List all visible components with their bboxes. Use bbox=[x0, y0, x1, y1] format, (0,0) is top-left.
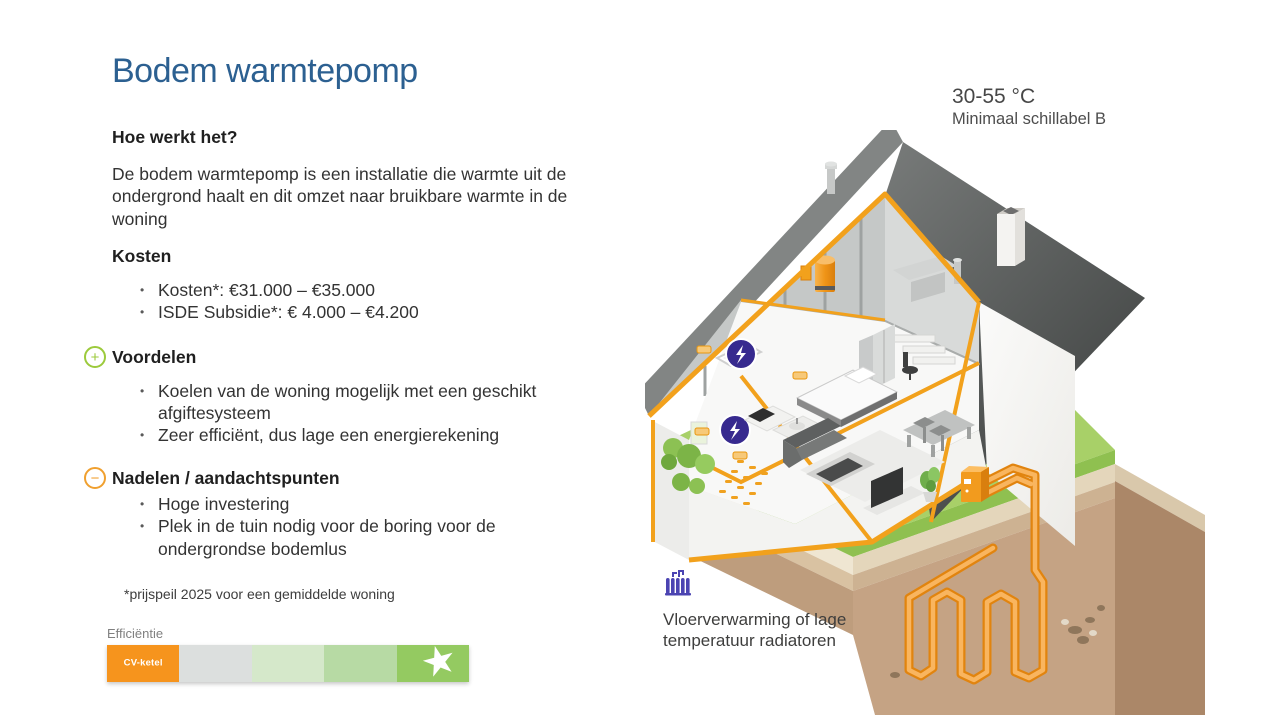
wall-vent-marker bbox=[694, 345, 808, 460]
how-it-works-body: De bodem warmtepomp is een installatie d… bbox=[112, 164, 568, 229]
temperature-block: 30-55 °C Minimaal schillabel B bbox=[952, 84, 1106, 131]
roof-trim bbox=[647, 191, 981, 418]
list-item: •Zeer efficiënt, dus lage een energierek… bbox=[140, 425, 500, 446]
rug bbox=[800, 430, 945, 502]
efficiency-bar: CV-ketel ★ bbox=[107, 636, 470, 687]
ground-loop-pipe bbox=[904, 463, 1048, 685]
content-column: Bodem warmtepomp Hoe werkt het? De bodem… bbox=[84, 52, 632, 687]
list-item: •Plek in de tuin nodig voor de boring vo… bbox=[140, 516, 496, 559]
costs-list: •Kosten*: €31.000 – €35.000 •ISDE Subsid… bbox=[112, 279, 632, 323]
illustration-caption: Vloerverwarming of lage temperatuur radi… bbox=[663, 610, 847, 651]
costs-heading: Kosten bbox=[112, 246, 172, 267]
attic-boiler bbox=[800, 255, 835, 292]
dining-table bbox=[903, 410, 975, 457]
list-item: •Koelen van de woning mogelijk met een g… bbox=[140, 381, 537, 424]
lightning-badge bbox=[719, 414, 751, 446]
advantages-heading: +Voordelen bbox=[84, 346, 632, 369]
chimney bbox=[997, 207, 1025, 266]
vent-pipe bbox=[825, 161, 837, 194]
bullet-icon: • bbox=[140, 384, 145, 399]
house-heatpump-illustration bbox=[645, 130, 1205, 715]
price-footnote: *prijspeil 2025 voor een gemiddelde woni… bbox=[124, 585, 395, 602]
section-cut-trim bbox=[739, 374, 874, 544]
bullet-icon: • bbox=[140, 428, 145, 443]
bullet-icon: • bbox=[140, 305, 145, 320]
ground-floor-interior bbox=[689, 430, 987, 560]
efficiency-segment bbox=[179, 644, 252, 682]
plant bbox=[920, 467, 940, 502]
ventilation-duct bbox=[911, 272, 945, 302]
cv-ketel-label: CV-ketel bbox=[123, 657, 163, 669]
disadvantages-list: •Hoge investering •Plek in de tuin nodig… bbox=[112, 493, 632, 559]
star-icon: ★ bbox=[416, 635, 463, 688]
plus-circle-icon: + bbox=[84, 346, 106, 369]
heat-pump-unit bbox=[961, 466, 989, 502]
insulation-label: Minimaal schillabel B bbox=[952, 110, 1107, 129]
roof-eave-trim bbox=[929, 301, 981, 523]
efficiency-segment: CV-ketel bbox=[107, 644, 180, 682]
page-title: Bodem warmtepomp bbox=[112, 52, 418, 90]
radiator-icon bbox=[665, 570, 691, 596]
minus-circle-icon: − bbox=[84, 467, 106, 490]
efficiency-segment bbox=[251, 644, 325, 682]
efficiency-label: Efficiëntie bbox=[107, 625, 164, 641]
caption-block: Vloerverwarming of lage temperatuur radi… bbox=[663, 566, 923, 652]
house-cutaway bbox=[645, 130, 1145, 563]
coffee-table bbox=[806, 452, 875, 486]
attic-floor-trim bbox=[740, 298, 886, 322]
bushes bbox=[661, 438, 715, 494]
bullet-icon: • bbox=[140, 283, 145, 298]
pebbles bbox=[890, 605, 1105, 678]
tv bbox=[863, 467, 925, 515]
list-item: •Kosten*: €31.000 – €35.000 bbox=[140, 280, 375, 301]
how-it-works-heading: Hoe werkt het? bbox=[112, 127, 238, 147]
vent-pipe bbox=[953, 258, 962, 284]
list-item: •Hoge investering bbox=[140, 494, 290, 515]
advantages-list: •Koelen van de woning mogelijk met een g… bbox=[112, 380, 632, 446]
floor-heating bbox=[719, 460, 768, 505]
soil-right-face bbox=[1115, 481, 1205, 715]
bullet-icon: • bbox=[140, 497, 145, 512]
sofa bbox=[783, 418, 847, 468]
list-item: •ISDE Subsidie*: € 4.000 – €4.200 bbox=[140, 302, 419, 323]
lightning-badge bbox=[725, 338, 757, 370]
efficiency-segment: ★ bbox=[396, 636, 470, 687]
bullet-icon: • bbox=[140, 519, 145, 534]
efficiency-segment bbox=[324, 644, 397, 682]
soil-right-band bbox=[1115, 464, 1205, 532]
temperature-range: 30-55 °C bbox=[952, 85, 1036, 108]
desk-chair bbox=[902, 352, 918, 380]
disadvantages-heading: −Nadelen / aandachtspunten bbox=[84, 467, 632, 490]
